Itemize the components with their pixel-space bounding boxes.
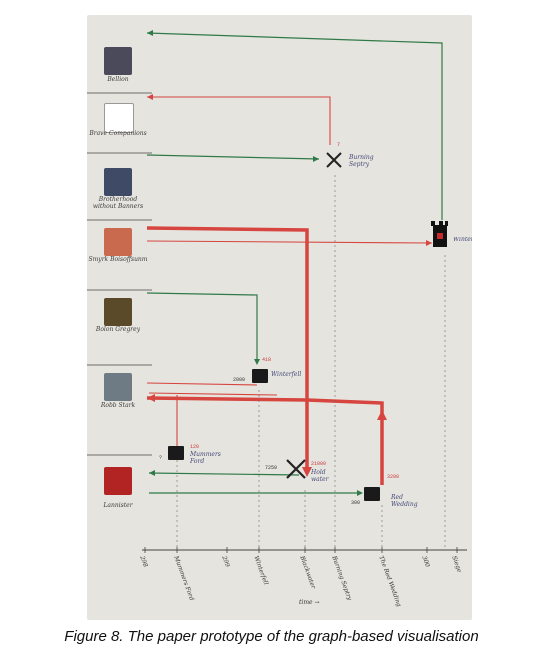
character-badge-icon [104,298,132,326]
conflict-red-lines-thin [146,96,433,450]
character-badge-icon [104,373,132,401]
event-label: Red Wedding [391,494,418,508]
alliance-green-lines [146,32,443,494]
character-label: Robb Stark [100,402,136,409]
small-number: ? [159,455,163,461]
event-label: Mummers Ford [190,451,221,465]
battle-arrows-icon [168,369,380,501]
event-number: 418 [262,357,272,363]
conflict-red-lines-thick [146,226,384,485]
castle-label: Winter [453,237,472,243]
character-badge-icon [104,168,132,196]
character-label: Bellion [107,76,129,83]
character-badge-icon [104,228,132,256]
character-label: Brave Companions [89,130,147,137]
character-badge-icon [104,47,132,75]
small-number: 300 [351,500,361,506]
small-number: 2000 [233,377,246,383]
paper-prototype-photo: Bellion Brave Companions Brotherhood wit… [87,15,472,620]
event-number: 3200 [387,474,400,480]
event-number: 120 [190,444,200,450]
character-label: Lannister [103,502,133,509]
event-label: Burning Septry [349,154,374,168]
event-number: 7 [337,142,341,148]
character-badge-icon [104,103,134,133]
event-label: Hold water [311,469,329,483]
small-number: 7250 [265,465,278,471]
character-label: Bolon Gregrey [95,326,141,333]
event-label: Winterfell [271,371,302,378]
character-badge-icon [104,467,132,495]
castle-icon [431,221,448,247]
character-label: Smyrk Boisoffsunm [88,256,148,263]
graph-drawing [87,30,467,553]
event-number: 21000 [311,461,327,467]
axis-label: time → [299,599,320,606]
figure-caption: Figure 8. The paper prototype of the gra… [64,628,479,645]
crossed-swords-icon [326,152,342,168]
character-label: Brotherhood without Banners [92,196,144,210]
crossed-swords-icon [286,459,306,479]
